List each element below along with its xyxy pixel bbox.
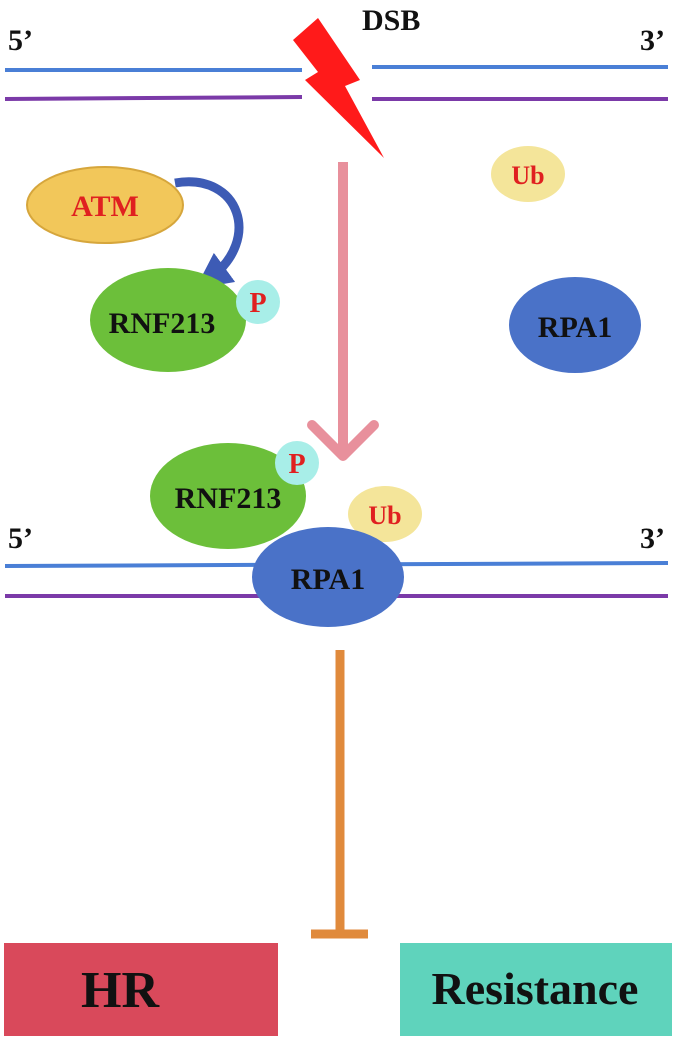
- rpa1-bottom-label: RPA1: [291, 563, 365, 596]
- rnf213-bottom-label: RNF213: [175, 482, 282, 515]
- top-strand-purple-left: [4, 95, 303, 101]
- atm-phosphorylation-arrow: [174, 177, 244, 289]
- dsb-label: DSB: [362, 4, 420, 37]
- atm-label: ATM: [71, 190, 139, 223]
- ub-bottom-label: Ub: [368, 501, 401, 530]
- rpa1-bottom-ellipse: [252, 527, 404, 627]
- hr-box: [4, 943, 278, 1036]
- resistance-label: Resistance: [432, 963, 639, 1014]
- atm-ellipse: [26, 166, 184, 244]
- ub-bottom-ellipse: [348, 486, 422, 542]
- pink-down-arrow: [307, 162, 379, 461]
- bottom-3prime-label: 3’: [640, 522, 665, 555]
- inhibition-bar: [311, 650, 368, 939]
- hr-label: HR: [81, 962, 160, 1019]
- phospho-top-label: P: [249, 288, 266, 319]
- phospho-bottom-label: P: [288, 449, 305, 480]
- phospho-bottom-circle: [275, 441, 319, 485]
- rpa1-top-label: RPA1: [538, 311, 612, 344]
- phospho-top-circle: [236, 280, 280, 324]
- ub-top-ellipse: [491, 146, 565, 202]
- dsb-lightning-bolt-icon: [293, 18, 384, 158]
- resistance-box: [400, 943, 672, 1036]
- top-3prime-label: 3’: [640, 24, 665, 57]
- rnf213-top-ellipse: [90, 268, 246, 372]
- bottom-5prime-label: 5’: [8, 522, 33, 555]
- top-dna-double-strand: [4, 65, 668, 101]
- rnf213-bottom-ellipse: [150, 443, 306, 549]
- ub-top-label: Ub: [511, 161, 544, 190]
- rnf213-top-label: RNF213: [109, 307, 216, 340]
- top-5prime-label: 5’: [8, 24, 33, 57]
- rpa1-top-ellipse: [509, 277, 641, 373]
